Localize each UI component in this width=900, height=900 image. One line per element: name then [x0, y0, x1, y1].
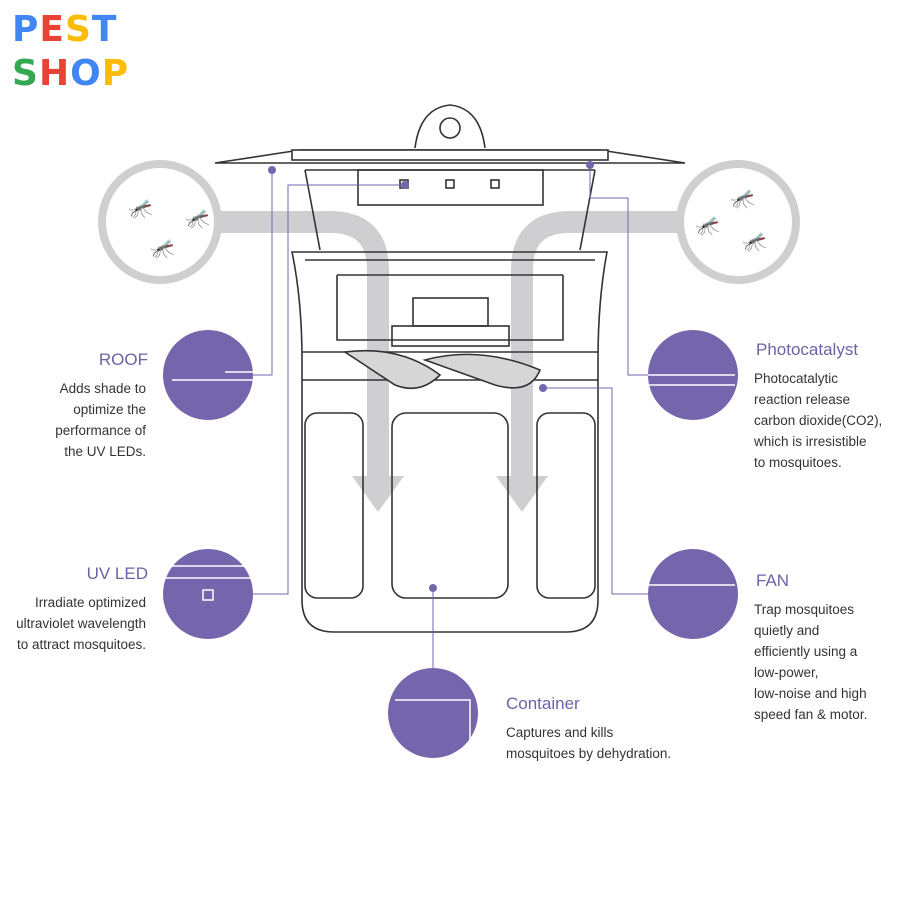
desc-line: ultraviolet wavelength [16, 616, 146, 631]
svg-text:🦟: 🦟 [730, 188, 755, 210]
desc-line: Irradiate optimized [34, 595, 146, 610]
fan-detail-circle [648, 549, 738, 639]
roof-description: Adds shade to optimize the performance of t… [55, 378, 146, 462]
leader-lines [253, 165, 648, 668]
desc-line: Photocatalytic [754, 371, 839, 386]
desc-line: low-noise and high [754, 686, 867, 701]
desc-line: to attract mosquitoes. [16, 637, 146, 652]
mosquito-icons: 🦟 🦟 🦟 🦟 🦟 🦟 [128, 188, 767, 260]
left-airflow-arrow [220, 211, 389, 480]
svg-text:🦟: 🦟 [150, 238, 175, 260]
right-airflow-arrow [511, 211, 680, 480]
mosquito-circle-right [676, 160, 800, 284]
body [291, 251, 608, 633]
uvled-detail-circle [163, 549, 253, 639]
svg-text:🦟: 🦟 [128, 198, 153, 220]
left-arrowhead [352, 476, 404, 512]
logo-letter: P [12, 9, 40, 50]
logo-letter: H [38, 53, 71, 94]
svg-text:🦟: 🦟 [185, 208, 210, 230]
logo-letter: S [12, 53, 39, 94]
container-title: Container [506, 694, 580, 713]
desc-line: reaction release [754, 392, 851, 407]
detail-circles [163, 330, 738, 758]
desc-line: optimize the [73, 402, 146, 417]
container-detail-circle [388, 668, 478, 758]
photocatalyst-description: Photocatalytic reaction release carbon dio… [754, 368, 882, 473]
roof-detail-circle [163, 330, 253, 420]
container-right [536, 412, 596, 599]
photocatalyst-title: Photocatalyst [756, 340, 859, 359]
logo-letter: O [70, 53, 102, 94]
uv-led-panel [357, 169, 544, 206]
container-center [391, 412, 509, 599]
roof-title: ROOF [98, 350, 148, 369]
desc-line: which is irresistible [754, 434, 867, 449]
desc-line: carbon dioxide(CO2), [754, 413, 883, 428]
uvled-description: Irradiate optimized ultraviolet wavelengt… [16, 592, 146, 655]
desc-line: performance of [55, 423, 146, 438]
desc-line: mosquitoes by dehydration. [506, 746, 672, 761]
desc-line: Captures and kills [506, 725, 614, 740]
fan-blades [342, 349, 542, 390]
logo-letter: S [64, 9, 92, 50]
airflow-arrows [220, 211, 680, 480]
desc-line: speed fan & motor. [754, 707, 868, 722]
desc-line: quietly and [754, 623, 820, 638]
logo-letter: E [39, 9, 65, 50]
svg-text:🦟: 🦟 [742, 231, 767, 253]
logo-letter: P [101, 53, 130, 94]
desc-line: Trap mosquitoes [754, 602, 855, 617]
leader-dots [268, 161, 594, 592]
svg-text:🦟: 🦟 [695, 215, 720, 237]
pest-shop-logo: PEST SHOP [12, 8, 129, 96]
device [214, 104, 686, 633]
desc-line: efficiently using a [754, 644, 858, 659]
uvled-title: UV LED [86, 564, 148, 583]
logo-letter: T [91, 9, 118, 50]
desc-line: low-power, [754, 665, 819, 680]
container-left [304, 412, 364, 599]
fan-title: FAN [756, 571, 790, 590]
right-arrowhead [496, 476, 548, 512]
hanger-ring [414, 104, 486, 149]
mosquito-circle-left [98, 160, 222, 284]
desc-line: the UV LEDs. [64, 444, 146, 459]
desc-line: to mosquitoes. [754, 455, 842, 470]
container-description: Captures and kills mosquitoes by dehydrat… [506, 722, 671, 764]
fan-description: Trap mosquitoes quietly and efficiently us… [754, 599, 867, 725]
desc-line: Adds shade to [59, 381, 146, 396]
